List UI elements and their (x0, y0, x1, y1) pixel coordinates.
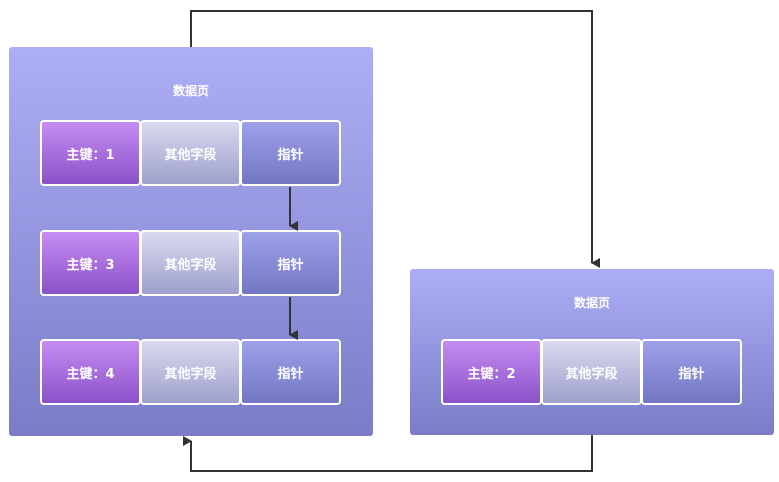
record-1-pointer: 指针 (240, 120, 341, 186)
record-2-key: 主键：2 (441, 339, 542, 405)
record-1-key: 主键：1 (40, 120, 141, 186)
record-3-other-fields: 其他字段 (140, 230, 241, 296)
page-title: 数据页 (573, 296, 610, 310)
record-2-other-fields: 其他字段 (541, 339, 642, 405)
record-4-pointer: 指针 (240, 339, 341, 405)
page-title: 数据页 (172, 84, 209, 98)
record-4-key: 主键：4 (40, 339, 141, 405)
arrow-right-page-to-left-page (183, 435, 593, 472)
record-3-pointer: 指针 (240, 230, 341, 296)
record-4-other-fields: 其他字段 (140, 339, 241, 405)
arrow-left-page-to-right-page (190, 10, 600, 268)
record-1-other-fields: 其他字段 (140, 120, 241, 186)
record-2-pointer: 指针 (641, 339, 742, 405)
